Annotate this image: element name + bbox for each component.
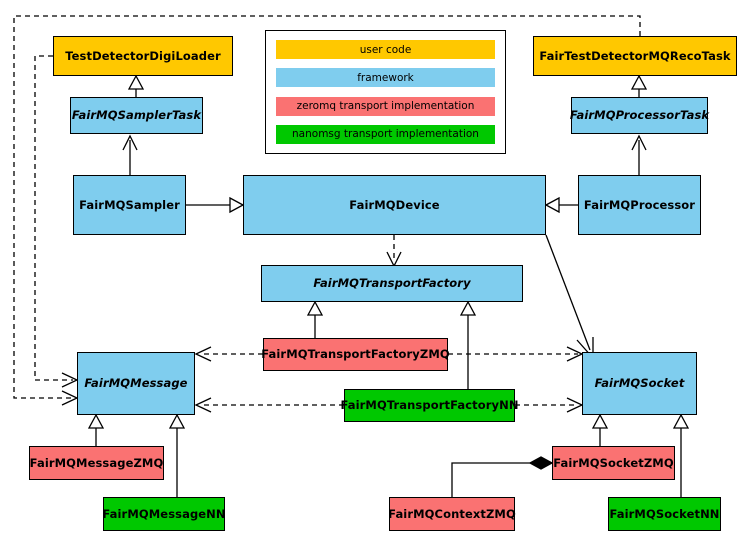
node-fairmqprocessor[interactable]: FairMQProcessor — [578, 175, 701, 235]
node-label: FairMQMessageNN — [102, 506, 226, 521]
edge-socketnn-to-socket — [672, 413, 690, 497]
node-fairmqsocketnn[interactable]: FairMQSocketNN — [608, 497, 721, 531]
legend-item-user-code: user code — [276, 40, 495, 59]
legend-item-label: zeromq transport implementation — [296, 100, 475, 113]
node-fairmqprocessortask[interactable]: FairMQProcessorTask — [569, 97, 710, 134]
node-fairmqsocketzmq[interactable]: FairMQSocketZMQ — [552, 446, 675, 480]
node-label: FairMQProcessor — [583, 197, 696, 212]
edge-tfnn-to-tf — [459, 300, 477, 389]
node-label: FairMQProcessorTask — [569, 108, 710, 123]
node-fairmqsocket[interactable]: FairMQSocket — [582, 352, 697, 415]
node-label: FairMQTransportFactoryZMQ — [261, 347, 450, 362]
edge-device-to-socket — [545, 234, 594, 360]
node-label: FairMQMessageZMQ — [29, 455, 164, 470]
edge-device-to-transportfactory — [386, 235, 402, 268]
node-label: FairMQMessage — [84, 376, 188, 391]
node-label: FairMQContextZMQ — [388, 506, 516, 521]
node-fairmqtransportfactoryzmq[interactable]: FairMQTransportFactoryZMQ — [261, 338, 450, 371]
node-label: FairMQSocket — [594, 376, 685, 391]
node-label: FairMQTransportFactory — [313, 276, 471, 291]
node-fairmqdevice[interactable]: FairMQDevice — [243, 175, 546, 235]
edge-sampler-to-samplertask — [122, 134, 138, 175]
legend-item-zeromq: zeromq transport implementation — [276, 96, 495, 116]
edge-processortask-to-recotask — [630, 74, 648, 97]
node-fairmqmessagezmq[interactable]: FairMQMessageZMQ — [29, 446, 164, 480]
edge-processor-to-processortask — [631, 134, 647, 175]
node-fairmqsampler[interactable]: FairMQSampler — [73, 175, 186, 235]
legend-item-nanomsg: nanomsg transport implementation — [276, 124, 495, 144]
node-label: FairMQDevice — [349, 197, 440, 212]
node-fairmqtransportfactory[interactable]: FairMQTransportFactory — [261, 265, 523, 302]
node-label: FairTestDetectorMQRecoTask — [539, 48, 731, 63]
edge-messagezmq-to-message — [87, 413, 105, 446]
node-label: FairMQSamplerTask — [71, 108, 202, 123]
edge-tfzmq-to-tf — [306, 300, 324, 338]
edge-sampler-to-device — [186, 196, 245, 214]
node-fairmqmessage[interactable]: FairMQMessage — [77, 352, 195, 415]
edge-tfzmq-to-message — [194, 346, 263, 362]
edge-socketzmq-to-socket — [591, 413, 609, 446]
edge-contextzmq-to-socketzmq — [451, 456, 565, 497]
node-label: TestDetectorDigiLoader — [65, 48, 221, 63]
edge-processor-to-device — [544, 196, 578, 214]
legend-item-label: user code — [359, 43, 412, 56]
node-label: FairMQSocketZMQ — [553, 455, 674, 470]
node-fairmqsamplertask[interactable]: FairMQSamplerTask — [70, 97, 203, 134]
node-fairmqtransportfactorynn[interactable]: FairMQTransportFactoryNN — [340, 389, 518, 422]
edge-tfnn-to-message — [194, 397, 344, 413]
legend-panel: user code framework zeromq transport imp… — [265, 30, 506, 154]
node-fairmqcontextzmq[interactable]: FairMQContextZMQ — [388, 497, 516, 531]
node-fairtestdetectormqrecotask[interactable]: FairTestDetectorMQRecoTask — [533, 36, 737, 76]
node-label: FairMQTransportFactoryNN — [340, 398, 519, 413]
node-testdetectordigiloader[interactable]: TestDetectorDigiLoader — [53, 36, 233, 76]
legend-item-label: framework — [357, 71, 414, 84]
legend-item-label: nanomsg transport implementation — [292, 128, 479, 141]
node-label: FairMQSocketNN — [609, 506, 720, 521]
legend-item-framework: framework — [276, 68, 495, 88]
node-fairmqmessagenn[interactable]: FairMQMessageNN — [102, 497, 226, 531]
node-label: FairMQSampler — [79, 197, 180, 212]
edge-samplertask-to-digiloader — [127, 74, 145, 97]
edge-messagenn-to-message — [168, 413, 186, 497]
edge-tfnn-to-socket — [515, 397, 584, 413]
